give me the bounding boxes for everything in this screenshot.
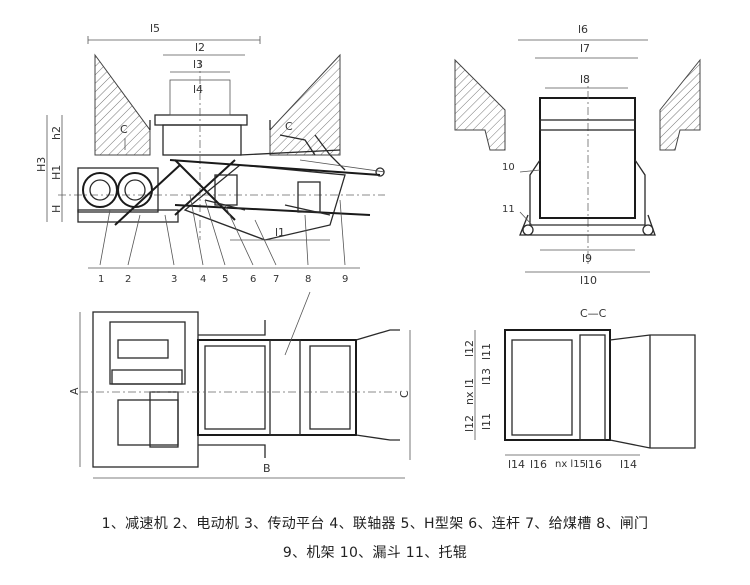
side-left-wall bbox=[454, 58, 506, 151]
parts-legend-line-2: 9、机架 10、漏斗 11、托辊 bbox=[282, 545, 468, 561]
part-number-2: 2 bbox=[125, 274, 131, 285]
dim-l16-right: l16 bbox=[585, 458, 602, 471]
right-bunker-wall bbox=[269, 53, 341, 156]
dim-l9: l9 bbox=[582, 252, 592, 265]
dim-h2: h2 bbox=[50, 126, 63, 140]
side-right-wall bbox=[659, 58, 701, 151]
dim-h: H bbox=[50, 205, 63, 213]
dim-b: B bbox=[263, 462, 271, 475]
section-mark-c-right: C bbox=[285, 120, 293, 133]
dim-l12-top: l12 bbox=[463, 340, 476, 357]
section-mark-c-left: C bbox=[120, 123, 128, 136]
plan-view: A C B bbox=[68, 291, 411, 479]
dim-l2: l2 bbox=[195, 41, 205, 54]
dim-l6: l6 bbox=[578, 23, 588, 36]
dim-c: C bbox=[398, 390, 411, 398]
part-number-6: 6 bbox=[250, 274, 256, 285]
dim-l11-bottom: l11 bbox=[480, 413, 493, 430]
dim-l14-right: l14 bbox=[620, 458, 637, 471]
part-number-11: 11 bbox=[502, 204, 515, 215]
dim-l4: l4 bbox=[193, 83, 203, 96]
parts-legend-line-1: 1、减速机 2、电动机 3、传动平台 4、联轴器 5、H型架 6、连杆 7、给煤… bbox=[101, 516, 649, 532]
dim-l16-left: l16 bbox=[530, 458, 547, 471]
part-number-1: 1 bbox=[98, 274, 104, 285]
dim-a: A bbox=[68, 387, 81, 395]
dim-l5: l5 bbox=[150, 22, 160, 35]
dim-h3: H3 bbox=[35, 157, 48, 172]
dim-l14-left: l14 bbox=[508, 458, 525, 471]
dim-l3: l3 bbox=[193, 58, 203, 71]
part-number-4: 4 bbox=[200, 274, 206, 285]
dim-l1: l1 bbox=[275, 226, 285, 239]
dim-l11-top: l11 bbox=[480, 343, 493, 360]
dim-l7: l7 bbox=[580, 42, 590, 55]
dim-l10: l10 bbox=[580, 274, 597, 287]
part-number-9: 9 bbox=[342, 274, 348, 285]
dim-l13: l13 bbox=[480, 368, 493, 385]
part-number-7: 7 bbox=[273, 274, 279, 285]
dim-l8: l8 bbox=[580, 73, 590, 86]
dim-h1: H1 bbox=[50, 165, 63, 180]
left-bunker-wall bbox=[94, 53, 151, 156]
section-title: C—C bbox=[580, 307, 607, 320]
front-elevation-view: l5 l2 l3 l4 h2 H3 H1 H l1 C C bbox=[35, 22, 386, 269]
dim-l12-bottom: l12 bbox=[463, 415, 476, 432]
part-number-5: 5 bbox=[222, 274, 228, 285]
section-cc-view: C—C l12 l11 l13 nx l1 l12 l11 l14 l16 nx… bbox=[463, 307, 696, 471]
dim-nx-l1: nx l1 bbox=[463, 378, 476, 405]
technical-drawing: l5 l2 l3 l4 h2 H3 H1 H l1 C C 1 2 3 4 5 … bbox=[35, 22, 701, 479]
part-number-row: 1 2 3 4 5 6 7 8 9 bbox=[98, 274, 348, 285]
side-elevation-view: l6 l7 l8 l9 l10 10 11 bbox=[454, 23, 701, 287]
part-number-3: 3 bbox=[171, 274, 177, 285]
part-number-8: 8 bbox=[305, 274, 311, 285]
dim-nx-l15: nx l15 bbox=[555, 459, 586, 470]
part-number-10: 10 bbox=[502, 162, 515, 173]
